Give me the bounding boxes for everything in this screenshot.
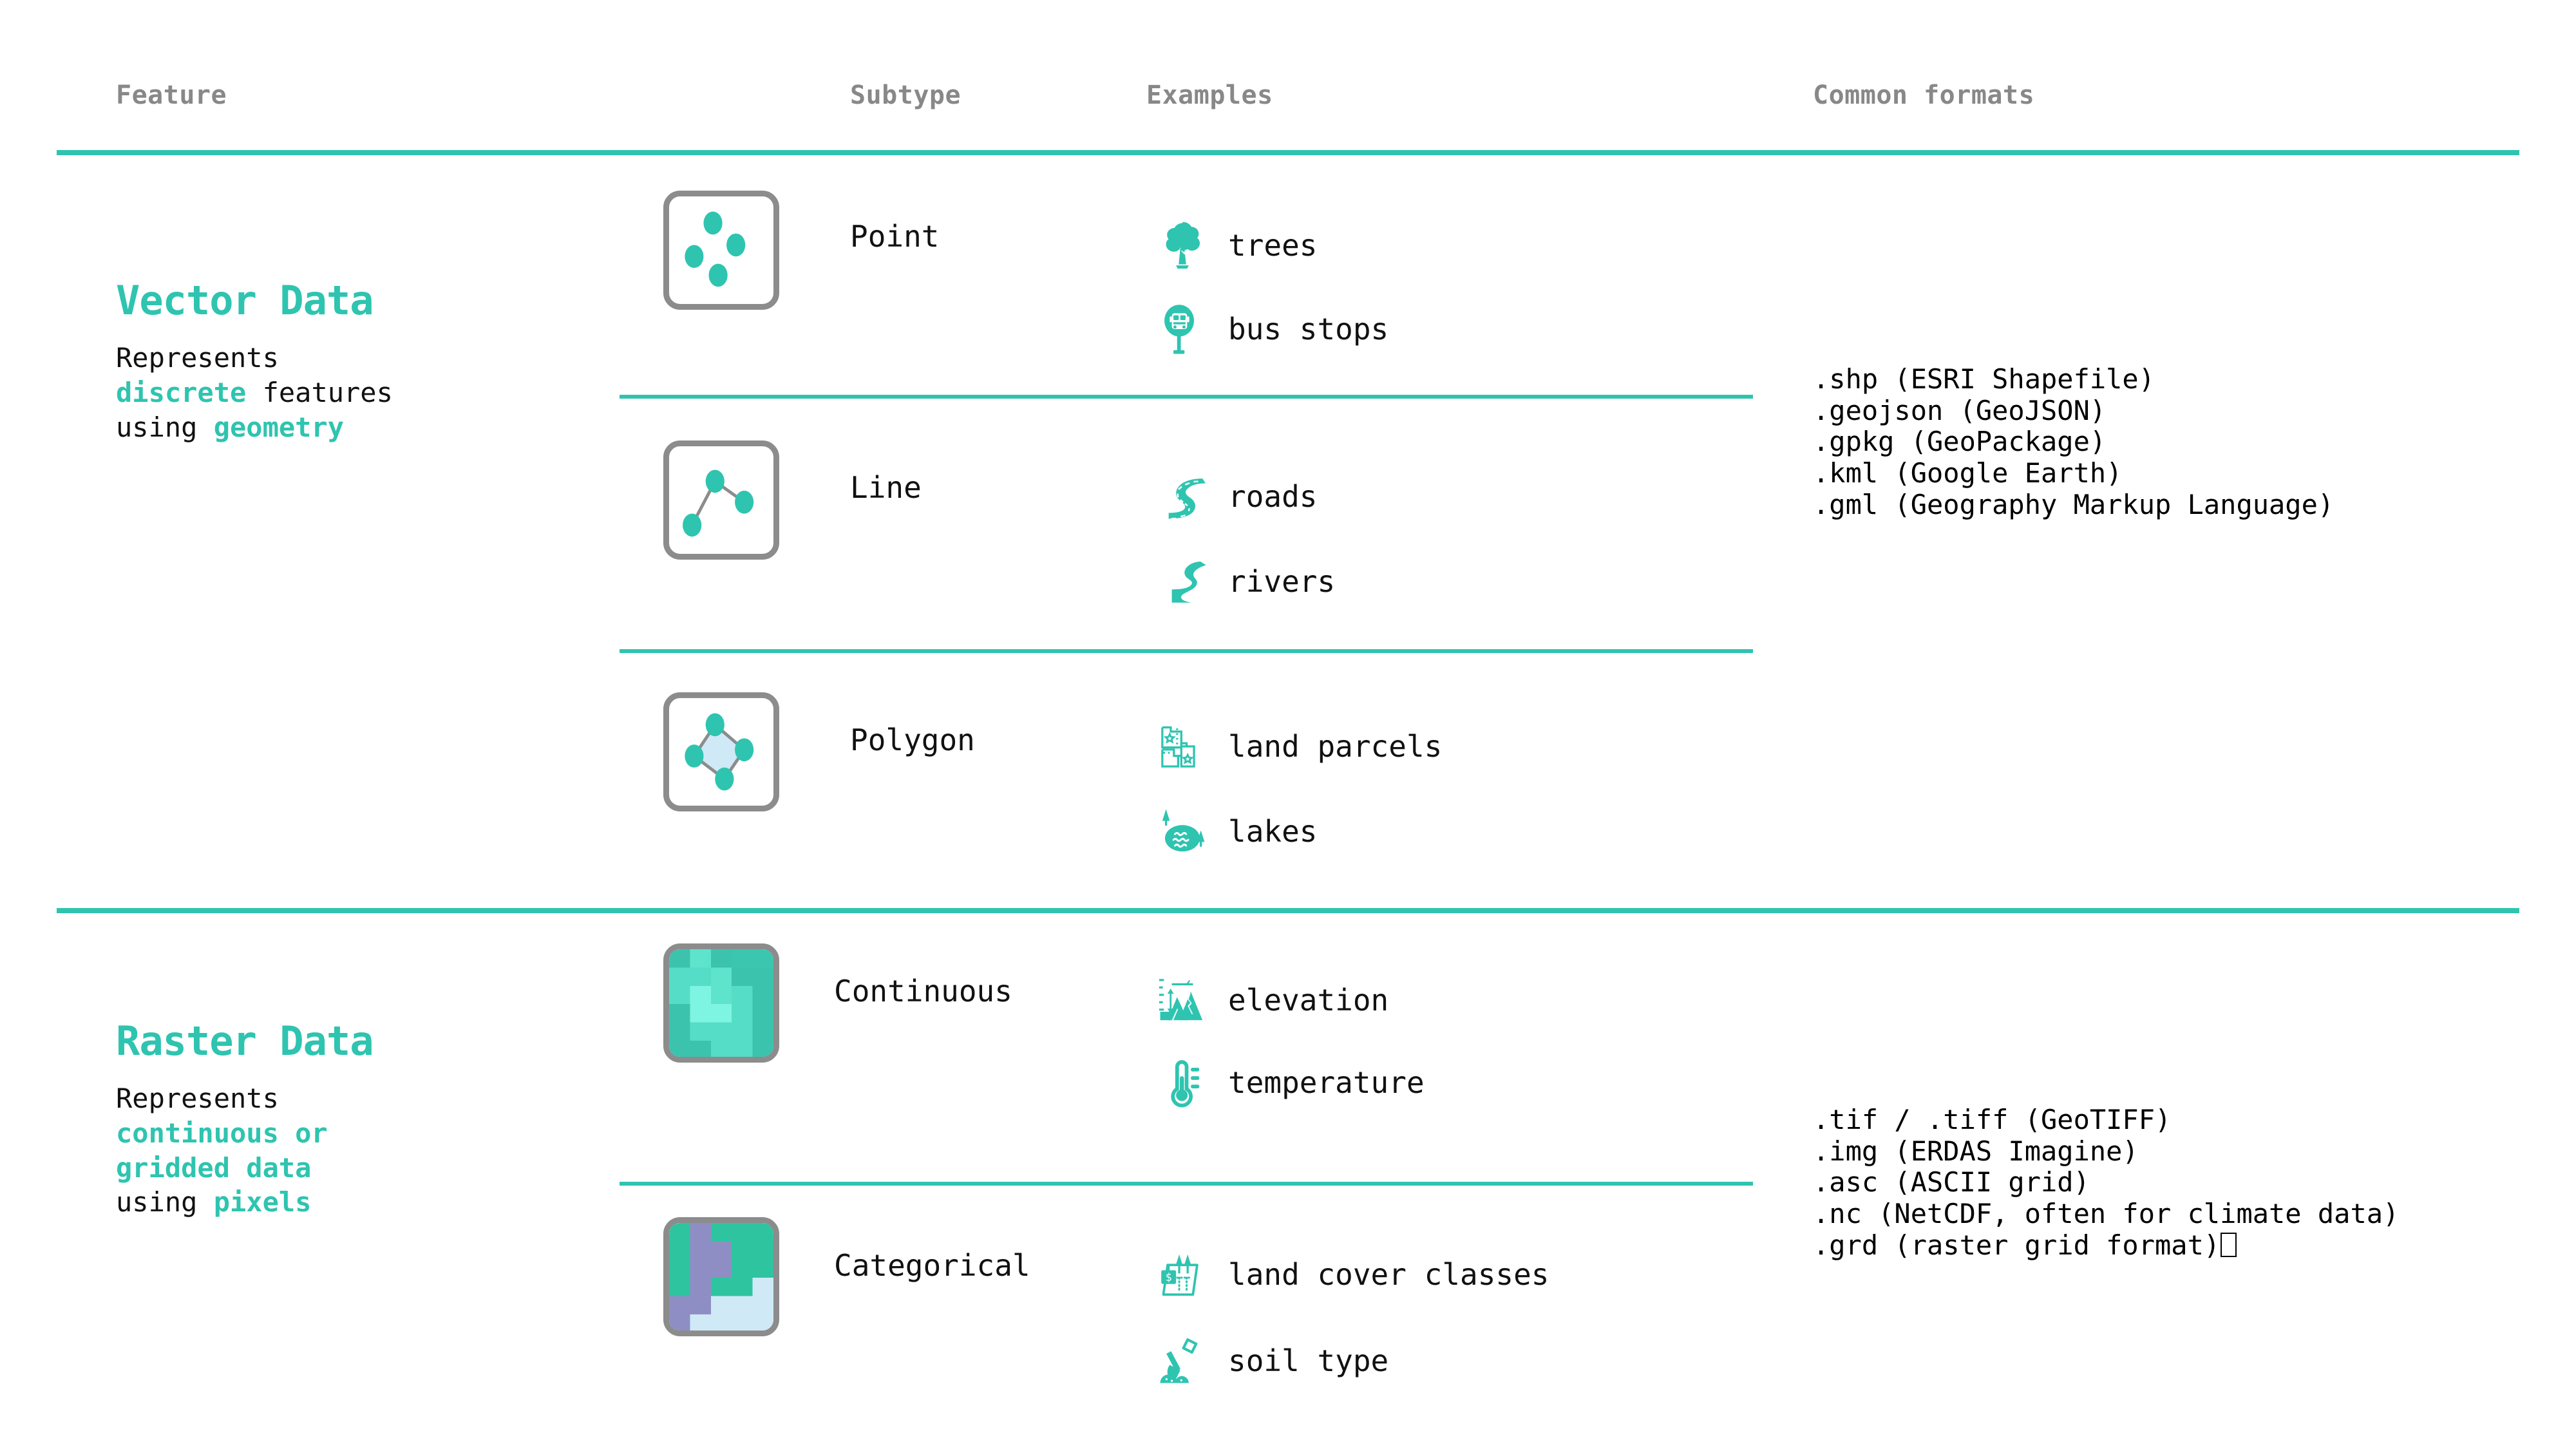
example-elevation: elevation: [1156, 974, 1388, 1027]
feature-desc-vector: Represents discrete features using geome…: [116, 341, 393, 444]
desc-emphasis-gridded: gridded data: [116, 1151, 312, 1184]
formats-vector: .shp (ESRI Shapefile) .geojson (GeoJSON)…: [1813, 363, 2334, 521]
example-label-elevation: elevation: [1228, 983, 1389, 1018]
lake-icon: [1156, 805, 1209, 858]
desc-line-2-lead: using: [116, 411, 214, 443]
column-header-formats: Common formats: [1813, 80, 2035, 110]
example-label-bus-stops: bus stops: [1228, 312, 1389, 346]
header-divider: [57, 150, 2519, 155]
format-text: .grd (raster grid format): [1813, 1229, 2221, 1261]
example-land-parcels: land parcels: [1156, 720, 1442, 773]
subtype-label-point: Point: [850, 219, 940, 254]
example-bus-stops: bus stops: [1156, 303, 1388, 355]
feature-desc-raster: Represents continuous or gridded data us…: [116, 1081, 374, 1220]
continuous-raster-icon: [663, 943, 779, 1063]
example-label-lakes: lakes: [1228, 814, 1318, 849]
format-line: .gml (Geography Markup Language): [1813, 488, 2334, 520]
example-label-temperature: temperature: [1228, 1065, 1425, 1100]
example-land-cover-classes: $ land cover classes: [1156, 1248, 1549, 1301]
svg-text:$: $: [1166, 1271, 1172, 1283]
format-line: .img (ERDAS Imagine): [1813, 1135, 2139, 1167]
example-soil-type: soil type: [1156, 1334, 1388, 1387]
tree-icon: [1156, 219, 1209, 272]
example-roads: roads: [1156, 470, 1317, 523]
format-line: .tif / .tiff (GeoTIFF): [1813, 1104, 2172, 1135]
example-label-land-parcels: land parcels: [1228, 729, 1443, 764]
missing-glyph-box: [2221, 1232, 2237, 1257]
land-parcels-icon: [1156, 720, 1209, 773]
format-line-with-missing-glyph: .grd (raster grid format): [1813, 1229, 2399, 1262]
column-header-examples: Examples: [1146, 80, 1273, 110]
desc-tail-1: features: [246, 376, 393, 408]
desc-emphasis-discrete: discrete: [116, 376, 247, 408]
example-rivers: rivers: [1156, 555, 1335, 608]
land-cover-icon: $: [1156, 1248, 1209, 1301]
desc-emphasis-geometry: geometry: [213, 411, 345, 443]
section-divider: [57, 908, 2519, 913]
categorical-raster-icon: [663, 1217, 779, 1336]
subtype-label-continuous: Continuous: [834, 974, 1012, 1009]
format-line: .shp (ESRI Shapefile): [1813, 363, 2155, 395]
desc-line-1: Represents: [116, 342, 279, 374]
formats-raster: .tif / .tiff (GeoTIFF) .img (ERDAS Imagi…: [1813, 1104, 2399, 1262]
row-divider-continuous-categorical: [620, 1182, 1753, 1186]
feature-raster-data: Raster Data Represents continuous or gri…: [116, 1018, 374, 1220]
bus-stop-sign-icon: [1156, 303, 1209, 355]
example-label-soil-type: soil type: [1228, 1343, 1389, 1378]
row-divider-point-line: [620, 395, 1753, 399]
format-line: .kml (Google Earth): [1813, 457, 2123, 489]
example-trees: trees: [1156, 219, 1317, 272]
feature-title-vector: Vector Data: [116, 277, 374, 324]
desc-emphasis-continuous: continuous or: [116, 1117, 328, 1149]
desc-line-2-lead: using: [116, 1186, 214, 1218]
format-line: .asc (ASCII grid): [1813, 1166, 2090, 1198]
example-label-trees: trees: [1228, 228, 1318, 263]
subtype-label-line: Line: [850, 470, 922, 505]
thermometer-icon: [1156, 1056, 1209, 1109]
shovel-soil-icon: [1156, 1334, 1209, 1387]
feature-title-raster: Raster Data: [116, 1018, 374, 1065]
subtype-label-categorical: Categorical: [834, 1248, 1030, 1283]
format-line: .nc (NetCDF, often for climate data): [1813, 1198, 2400, 1230]
river-icon: [1156, 555, 1209, 608]
column-header-feature: Feature: [116, 80, 227, 110]
example-lakes: lakes: [1156, 805, 1317, 858]
subtype-label-polygon: Polygon: [850, 723, 975, 757]
example-label-land-cover-classes: land cover classes: [1228, 1257, 1549, 1292]
column-header-subtype: Subtype: [850, 80, 961, 110]
polygon-geometry-icon: [663, 692, 779, 811]
desc-emphasis-pixels: pixels: [213, 1186, 312, 1218]
format-line: .gpkg (GeoPackage): [1813, 426, 2107, 458]
line-geometry-icon: [663, 440, 779, 560]
point-geometry-icon: [663, 191, 779, 310]
example-label-rivers: rivers: [1228, 564, 1336, 599]
example-label-roads: roads: [1228, 479, 1318, 514]
mountain-elevation-icon: [1156, 974, 1209, 1027]
row-divider-line-polygon: [620, 649, 1753, 653]
feature-vector-data: Vector Data Represents discrete features…: [116, 277, 393, 444]
desc-line-1: Represents: [116, 1083, 279, 1114]
road-icon: [1156, 470, 1209, 523]
example-temperature: temperature: [1156, 1056, 1425, 1109]
format-line: .geojson (GeoJSON): [1813, 394, 2107, 426]
